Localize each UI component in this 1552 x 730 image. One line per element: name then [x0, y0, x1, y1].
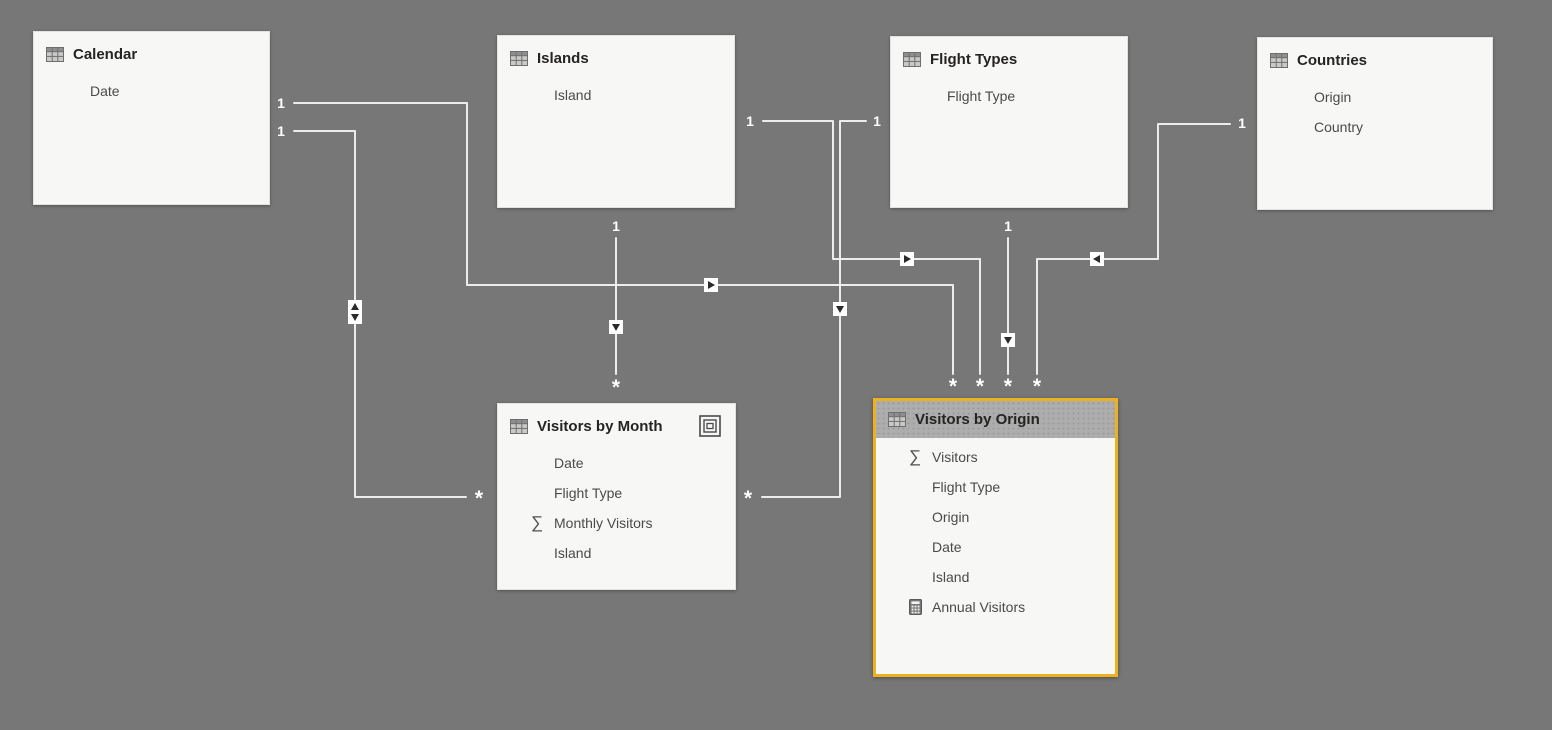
field-list: Date [34, 76, 269, 106]
field-list: Island [498, 80, 734, 110]
cardinality-many-label: * [1033, 375, 1042, 398]
sigma-icon: ∑ [530, 513, 544, 532]
cross-filter-arrow-right [900, 252, 914, 266]
table-icon [510, 418, 528, 434]
field-row-date[interactable]: Date [34, 76, 269, 106]
field-row-island[interactable]: Island [498, 538, 735, 568]
relationship-countries-to-visitors-by-origin[interactable]: 1* [1033, 115, 1246, 398]
cardinality-many-label: * [949, 375, 958, 398]
table-card-calendar[interactable]: Calendar Date [33, 31, 270, 205]
table-card-countries[interactable]: Countries Origin Country [1257, 37, 1493, 210]
field-label: Flight Type [947, 88, 1016, 104]
cardinality-one-label: 1 [277, 123, 285, 139]
table-card-header[interactable]: Visitors by Origin [876, 401, 1115, 438]
field-label: Origin [932, 509, 970, 525]
table-card-header[interactable]: Flight Types [891, 37, 1127, 81]
cross-filter-arrow-right [704, 278, 718, 292]
cross-filter-arrow-down [609, 320, 623, 334]
table-card-flight-types[interactable]: Flight Types Flight Type [890, 36, 1128, 208]
table-card-visitors-by-origin[interactable]: Visitors by Origin ∑ Visitors Flight Typ… [873, 398, 1118, 677]
field-label: Annual Visitors [932, 599, 1026, 615]
cross-filter-arrow-down [1001, 333, 1015, 347]
field-row-monthly-visitors[interactable]: ∑ Monthly Visitors [498, 508, 735, 538]
table-icon [510, 50, 528, 66]
field-label: Date [932, 539, 962, 555]
cardinality-one-label: 1 [1238, 115, 1246, 131]
table-icon [1270, 52, 1288, 68]
cardinality-one-label: 1 [612, 218, 620, 234]
cardinality-many-label: * [744, 487, 753, 510]
field-list: Origin Country [1258, 82, 1492, 142]
field-label: Visitors [932, 449, 978, 465]
table-icon [888, 412, 906, 427]
table-icon [46, 46, 64, 62]
cross-filter-arrow-down [833, 302, 847, 316]
relationship-line[interactable] [1036, 123, 1231, 375]
field-label: Flight Type [932, 479, 1001, 495]
table-card-header[interactable]: Visitors by Month [498, 404, 735, 448]
table-title: Islands [537, 49, 589, 67]
field-row-date[interactable]: Date [876, 532, 1115, 562]
cardinality-many-label: * [976, 375, 985, 398]
field-row-origin[interactable]: Origin [876, 502, 1115, 532]
relationship-islands-to-visitors-by-month[interactable]: 1* [609, 218, 623, 399]
cardinality-many-label: * [1004, 375, 1013, 398]
cardinality-many-label: * [612, 376, 621, 399]
field-list: Date Flight Type ∑ Monthly Visitors Isla… [498, 448, 735, 568]
field-label: Origin [1314, 89, 1352, 105]
table-card-header[interactable]: Countries [1258, 38, 1492, 82]
field-row-date[interactable]: Date [498, 448, 735, 478]
cardinality-one-label: 1 [1004, 218, 1012, 234]
relationship-islands-to-visitors-by-origin[interactable]: 1* [746, 113, 985, 398]
field-row-island[interactable]: Island [498, 80, 734, 110]
field-row-island[interactable]: Island [876, 562, 1115, 592]
relationship-line[interactable] [761, 120, 867, 498]
field-label: Flight Type [554, 485, 623, 501]
relationship-calendar-to-visitors-by-month[interactable]: 1* [277, 123, 484, 510]
table-title: Calendar [73, 45, 138, 63]
cross-filter-arrow-left [1090, 252, 1104, 266]
sigma-icon: ∑ [908, 447, 922, 466]
table-card-header[interactable]: Islands [498, 36, 734, 80]
table-icon [903, 51, 921, 67]
field-label: Date [554, 455, 584, 471]
cardinality-one-label: 1 [277, 95, 285, 111]
cardinality-one-label: 1 [746, 113, 754, 129]
relationship-flight-types-to-visitors-by-month[interactable]: 1* [744, 113, 881, 510]
cardinality-many-label: * [475, 487, 484, 510]
field-label: Date [90, 83, 120, 99]
table-card-visitors-by-month[interactable]: Visitors by Month Date Flight Type ∑ Mon… [497, 403, 736, 590]
table-title: Countries [1297, 51, 1368, 69]
field-label: Monthly Visitors [554, 515, 653, 531]
field-label: Island [554, 545, 592, 561]
cardinality-one-label: 1 [873, 113, 881, 129]
nested-squares-icon [699, 415, 721, 437]
table-card-header[interactable]: Calendar [34, 32, 269, 76]
field-label: Island [554, 87, 592, 103]
field-row-annual-visitors[interactable]: Annual Visitors [876, 592, 1115, 622]
field-label: Country [1314, 119, 1364, 135]
relationship-flight-types-to-visitors-by-origin[interactable]: 1* [1001, 218, 1015, 398]
field-label: Island [932, 569, 970, 585]
field-row-flight-type[interactable]: Flight Type [498, 478, 735, 508]
field-list: Flight Type [891, 81, 1127, 111]
field-list: ∑ Visitors Flight Type Origin Date Islan… [876, 438, 1115, 622]
calculator-icon [904, 599, 926, 615]
field-row-country[interactable]: Country [1258, 112, 1492, 142]
field-row-origin[interactable]: Origin [1258, 82, 1492, 112]
table-title: Visitors by Month [537, 417, 663, 435]
cross-filter-arrow-both [348, 300, 362, 324]
relationship-calendar-to-visitors-by-origin[interactable]: 1* [277, 95, 958, 398]
table-title: Flight Types [930, 50, 1018, 68]
field-row-visitors[interactable]: ∑ Visitors [876, 442, 1115, 472]
relationship-line[interactable] [762, 120, 981, 375]
field-row-flight-type[interactable]: Flight Type [891, 81, 1127, 111]
relationship-line[interactable] [293, 130, 467, 498]
relationship-line[interactable] [293, 102, 954, 375]
table-title: Visitors by Origin [915, 411, 1040, 428]
field-row-flight-type[interactable]: Flight Type [876, 472, 1115, 502]
table-card-islands[interactable]: Islands Island [497, 35, 735, 208]
